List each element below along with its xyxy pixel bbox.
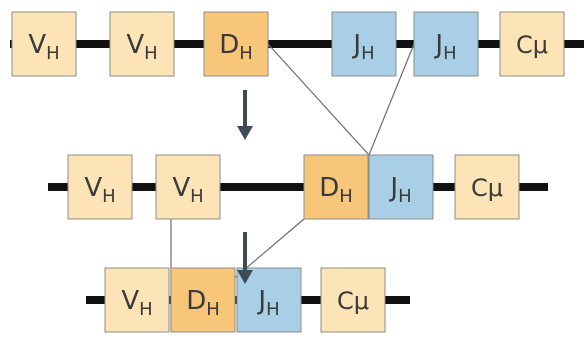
segment-label-subscript: H — [339, 186, 353, 207]
segment-label-main: D — [186, 286, 206, 316]
segment-box — [454, 154, 520, 220]
segment-box — [499, 11, 565, 77]
segment-box — [320, 267, 386, 333]
down-arrow-icon — [237, 232, 253, 284]
segment-box — [368, 154, 434, 220]
dj-join-connector-right — [368, 43, 415, 156]
segment-box — [303, 154, 369, 220]
segment-label-subscript: H — [190, 186, 204, 207]
segment-box — [104, 267, 170, 333]
segment-box — [413, 11, 479, 77]
gene-segment-v: VH — [67, 154, 133, 220]
gene-segment-j: JH — [413, 11, 479, 77]
segment-label-main: V — [84, 173, 102, 203]
segment-label-main: Cμ — [516, 31, 548, 59]
segment-label: JH — [256, 286, 279, 320]
segment-label-subscript: H — [398, 186, 412, 207]
segment-box — [170, 267, 236, 333]
gene-segment-v: VH — [109, 11, 175, 77]
segment-label-main: Cμ — [337, 287, 369, 315]
segment-box — [67, 154, 133, 220]
segment-label: Cμ — [516, 31, 548, 59]
segment-label-subscript: H — [139, 299, 153, 320]
segment-label: VH — [28, 30, 59, 64]
segment-box — [11, 11, 77, 77]
segment-label-main: J — [388, 173, 398, 203]
segment-label-main: D — [319, 173, 339, 203]
segment-label: VH — [172, 173, 203, 207]
dj-join-connector-left — [267, 43, 370, 156]
segment-label-subscript: H — [361, 43, 375, 64]
segment-label-main: V — [28, 30, 46, 60]
segment-box — [109, 11, 175, 77]
gene-segment-c: Cμ — [454, 154, 520, 220]
down-arrow-icon — [237, 90, 253, 140]
segment-label-subscript: H — [102, 186, 116, 207]
segment-label-main: V — [121, 286, 139, 316]
segment-label-subscript: H — [46, 43, 60, 64]
segment-label: JH — [433, 30, 456, 64]
segment-label-main: V — [172, 173, 190, 203]
gene-segment-d: DH — [170, 267, 236, 333]
segment-label: JH — [388, 173, 411, 207]
segment-label: VH — [121, 286, 152, 320]
segment-label-main: Cμ — [471, 174, 503, 202]
gene-segment-d: DH — [203, 11, 269, 77]
segment-label-main: D — [219, 30, 239, 60]
segment-box — [155, 154, 221, 220]
segment-label-main: J — [351, 30, 361, 60]
segment-label: DH — [319, 173, 353, 207]
segment-label-subscript: H — [239, 43, 253, 64]
gene-segment-j: JH — [368, 154, 434, 220]
segment-box — [331, 11, 397, 77]
segment-label: Cμ — [471, 174, 503, 202]
segment-label-subscript: H — [206, 299, 220, 320]
segment-label-main: V — [126, 30, 144, 60]
segment-label: DH — [186, 286, 220, 320]
gene-segment-v: VH — [155, 154, 221, 220]
segment-label: Cμ — [337, 287, 369, 315]
segment-label-subscript: H — [443, 43, 457, 64]
segment-label: VH — [126, 30, 157, 64]
segment-label: VH — [84, 173, 115, 207]
segment-label: DH — [219, 30, 253, 64]
segment-label-main: J — [256, 286, 266, 316]
gene-segment-c: Cμ — [320, 267, 386, 333]
segment-label-subscript: H — [144, 43, 158, 64]
gene-segment-d: DH — [303, 154, 369, 220]
segment-label-subscript: H — [266, 299, 280, 320]
gene-segment-c: Cμ — [499, 11, 565, 77]
gene-segment-j: JH — [331, 11, 397, 77]
segment-label-main: J — [433, 30, 443, 60]
segment-label: JH — [351, 30, 374, 64]
gene-segment-v: VH — [11, 11, 77, 77]
gene-segment-v: VH — [104, 267, 170, 333]
segment-box — [203, 11, 269, 77]
